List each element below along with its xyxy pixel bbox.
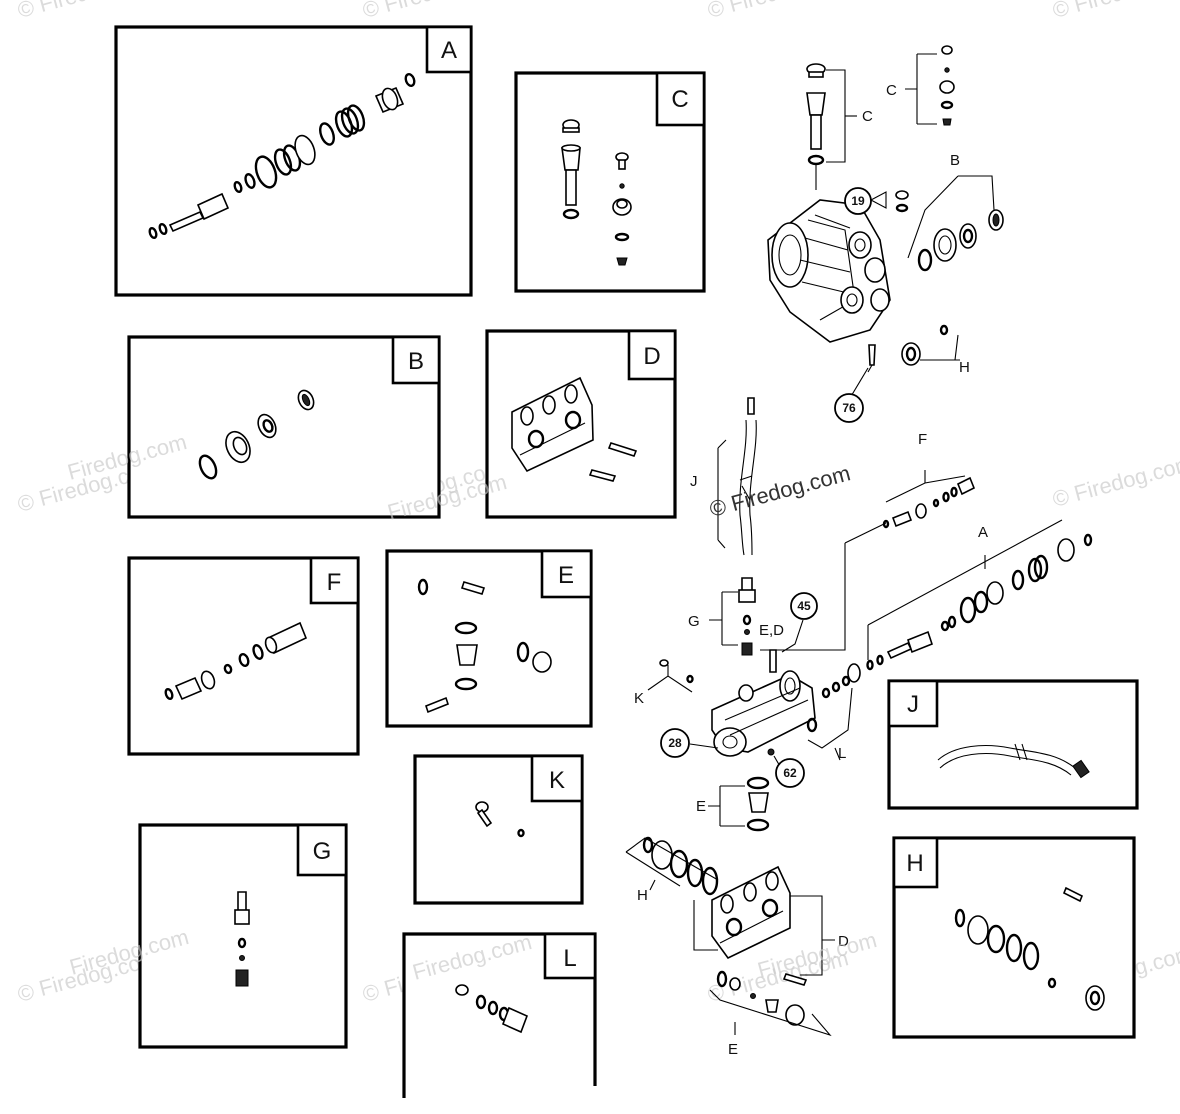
panel-c-label: C (671, 86, 688, 113)
callout-l: L (838, 745, 846, 762)
panel-d-parts (511, 376, 638, 482)
reference-numbers: 19 76 45 28 62 (660, 187, 872, 788)
panel-l: L (402, 932, 597, 1098)
panel-j: J (887, 679, 1139, 810)
panel-k-parts (475, 801, 525, 838)
panel-c-tag (655, 71, 706, 127)
pump-assembly-top (767, 45, 1004, 373)
panel-l-label: L (563, 945, 576, 972)
manifold-assembly (659, 397, 1093, 832)
panel-j-tag (887, 679, 939, 728)
ref-76-circle (834, 393, 864, 423)
ref-62-circle (775, 758, 805, 788)
panel-e-label: E (558, 562, 574, 589)
callout-c-kit: C (886, 82, 897, 99)
panel-k-tag (530, 754, 584, 803)
watermark-top-right: © Firedog.com (705, 0, 851, 23)
panel-b: B (127, 335, 441, 519)
panel-g-parts (234, 891, 250, 987)
panel-a-tag (425, 25, 473, 74)
leader-lines (625, 53, 1063, 1037)
ref-45-label: 45 (797, 599, 811, 613)
panel-d-tag (627, 329, 677, 381)
panel-b-frame (127, 335, 441, 519)
panel-b-parts (198, 389, 315, 480)
ref-28-label: 28 (668, 736, 682, 750)
panel-k: K (413, 754, 584, 905)
panel-d: D (485, 329, 677, 519)
panel-e-tag (540, 549, 593, 599)
panel-a-parts (148, 72, 416, 240)
ref-28-circle (660, 728, 690, 758)
ref-19-circle (844, 187, 872, 215)
manifold-assembly-bottom (642, 836, 808, 1026)
callout-b: B (950, 152, 960, 169)
watermark-top-left: © Firedog.com (15, 0, 161, 23)
callout-g: G (688, 613, 700, 630)
callout-h-pump: H (959, 359, 970, 376)
panel-d-label: D (643, 343, 660, 370)
panel-f: F (127, 556, 360, 756)
panel-f-parts (164, 621, 308, 701)
panel-l-parts (455, 984, 529, 1034)
ref-19-label: 19 (851, 194, 865, 208)
callout-d: D (838, 933, 849, 950)
callout-labels: C C B H F A J G E,D K L E H D E (634, 82, 988, 1058)
panel-b-label: B (408, 348, 424, 375)
callout-e-manifold: E (696, 798, 706, 815)
panel-a: A (114, 25, 473, 297)
callout-e-d: E,D (759, 622, 784, 639)
panel-g-tag (296, 823, 348, 877)
panel-c-parts (561, 119, 632, 266)
watermark-top-center: © Firedog.com (360, 0, 506, 23)
panel-f-tag (309, 556, 360, 605)
callout-e-bottom: E (728, 1041, 738, 1058)
panel-g: G (138, 823, 348, 1049)
callout-k: K (634, 690, 644, 707)
ref-45-circle (790, 592, 818, 620)
panel-h-tag (892, 836, 939, 889)
ref-76-label: 76 (842, 401, 856, 415)
callout-j: J (690, 473, 698, 490)
panel-c: C (514, 71, 706, 293)
panel-l-tag (543, 932, 597, 980)
panel-k-label: K (549, 767, 565, 794)
panel-h-label: H (906, 850, 923, 877)
callout-c-pump: C (862, 108, 873, 125)
panel-g-label: G (313, 838, 332, 865)
panel-b-tag (391, 335, 441, 385)
panel-j-parts (937, 743, 1090, 779)
panel-h-parts (954, 886, 1105, 1011)
panel-a-frame (114, 25, 473, 297)
panel-j-label: J (907, 691, 919, 718)
callout-f: F (918, 431, 927, 448)
callout-h-bottom: H (637, 887, 648, 904)
panel-e-parts (417, 578, 552, 714)
panel-h: H (892, 836, 1136, 1039)
watermark-right-middle: © Firedog.com (1050, 450, 1180, 512)
callout-a: A (978, 524, 988, 541)
panel-f-label: F (327, 569, 342, 596)
ref-62-label: 62 (783, 766, 797, 780)
watermark-main: © Firedog.com (707, 460, 853, 522)
watermark-top-far-right: © Firedog.com (1050, 0, 1180, 23)
panel-a-label: A (441, 37, 457, 64)
panel-e: E (385, 549, 593, 728)
